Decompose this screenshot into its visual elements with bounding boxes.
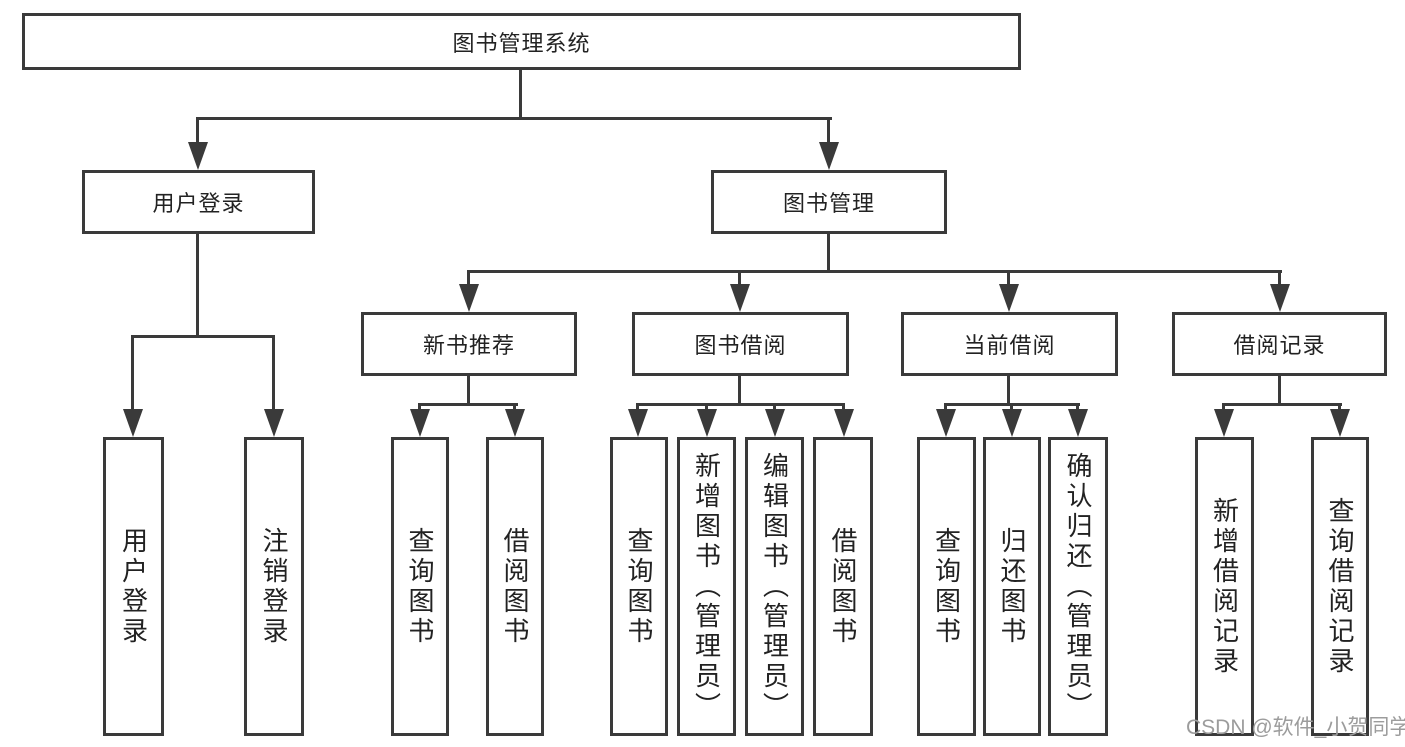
arrow-down-icon: [730, 284, 750, 312]
arrow-down-icon: [1068, 409, 1088, 437]
connector-stem: [1278, 376, 1281, 406]
connector-drop: [272, 335, 275, 412]
connector-drop: [1007, 270, 1010, 286]
connector-drop: [827, 117, 830, 144]
leaf-confirm-return-admin: 确认归还（管理员）: [1048, 437, 1108, 736]
arrow-down-icon: [834, 409, 854, 437]
arrow-down-icon: [999, 284, 1019, 312]
connector-root-stem: [519, 69, 522, 119]
connector-drop: [738, 270, 741, 286]
connector-drop: [705, 403, 708, 413]
connector-drop: [1076, 403, 1079, 413]
connector-drop: [1278, 270, 1281, 286]
connector-level3-rail: [467, 270, 1282, 273]
connector-drop: [513, 403, 516, 413]
connector-drop: [944, 403, 947, 413]
leaf-return-books: 归还图书: [983, 437, 1041, 736]
leaf-user-login: 用户登录: [103, 437, 164, 736]
connector-rail: [1222, 403, 1342, 406]
leaf-query-books-2: 查询图书: [610, 437, 668, 736]
connector-drop: [196, 117, 199, 144]
leaf-query-books-3: 查询图书: [917, 437, 976, 736]
leaf-query-books-1: 查询图书: [391, 437, 449, 736]
connector-drop: [131, 335, 134, 412]
connector-bookmgmt-stem: [827, 234, 830, 271]
arrow-down-icon: [123, 409, 143, 437]
connector-level1-rail: [196, 117, 832, 120]
connector-rail: [636, 403, 845, 406]
arrow-down-icon: [628, 409, 648, 437]
connector-stem: [1007, 376, 1010, 406]
connector-drop: [467, 270, 470, 286]
leaf-logout: 注销登录: [244, 437, 304, 736]
arrow-down-icon: [1270, 284, 1290, 312]
connector-drop: [773, 403, 776, 413]
node-user-login: 用户登录: [82, 170, 315, 234]
arrow-down-icon: [188, 142, 208, 170]
leaf-add-borrow-record: 新增借阅记录: [1195, 437, 1254, 736]
node-book-management: 图书管理: [711, 170, 947, 234]
connector-drop: [842, 403, 845, 413]
connector-userlogin-stem: [196, 234, 199, 335]
arrow-down-icon: [1214, 409, 1234, 437]
leaf-borrow-books-1: 借阅图书: [486, 437, 544, 736]
arrow-down-icon: [765, 409, 785, 437]
leaf-borrow-books-2: 借阅图书: [813, 437, 873, 736]
connector-drop: [418, 403, 421, 413]
leaf-query-borrow-record: 查询借阅记录: [1311, 437, 1369, 736]
connector-drop: [1222, 403, 1225, 413]
arrow-down-icon: [505, 409, 525, 437]
node-current-borrow: 当前借阅: [901, 312, 1118, 376]
watermark: CSDN @软件_小贺同学: [1186, 716, 1405, 739]
connector-drop: [1010, 403, 1013, 413]
connector-stem: [467, 376, 470, 406]
arrow-down-icon: [264, 409, 284, 437]
connector-stem: [738, 376, 741, 406]
arrow-down-icon: [697, 409, 717, 437]
leaf-add-books-admin: 新增图书（管理员）: [677, 437, 736, 736]
arrow-down-icon: [819, 142, 839, 170]
arrow-down-icon: [459, 284, 479, 312]
node-library-system: 图书管理系统: [22, 13, 1021, 70]
node-new-book-recommend: 新书推荐: [361, 312, 577, 376]
connector-rail: [418, 403, 518, 406]
connector-drop: [1338, 403, 1341, 413]
leaf-edit-books-admin: 编辑图书（管理员）: [745, 437, 804, 736]
node-book-borrow: 图书借阅: [632, 312, 849, 376]
connector-userlogin-rail: [131, 335, 275, 338]
arrow-down-icon: [1002, 409, 1022, 437]
arrow-down-icon: [410, 409, 430, 437]
connector-drop: [636, 403, 639, 413]
node-borrow-records: 借阅记录: [1172, 312, 1387, 376]
arrow-down-icon: [936, 409, 956, 437]
arrow-down-icon: [1330, 409, 1350, 437]
